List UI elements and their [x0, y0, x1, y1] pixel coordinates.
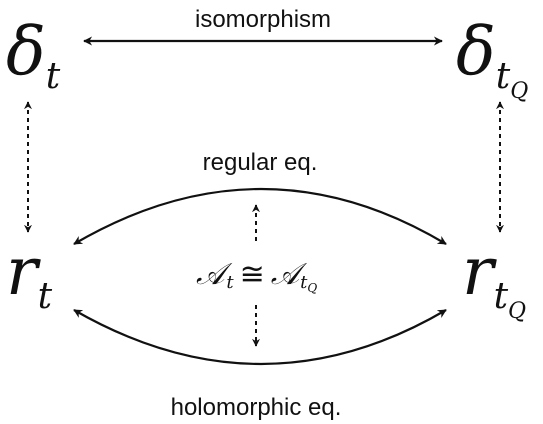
node-delta-t: δt — [6, 13, 61, 97]
holomorphic-eq-label: holomorphic eq. — [171, 394, 342, 421]
regular-eq-arc — [73, 188, 447, 245]
node-r-t: rt — [6, 233, 53, 317]
regular-eq-label: regular eq. — [203, 149, 318, 176]
holomorphic-eq-arc — [73, 309, 447, 365]
congruence-symbol: ≅ — [240, 257, 265, 292]
isomorphism-label: isomorphism — [195, 6, 331, 33]
node-r-tq: rtQ — [462, 233, 526, 324]
node-delta-tq: δtQ — [456, 13, 528, 104]
